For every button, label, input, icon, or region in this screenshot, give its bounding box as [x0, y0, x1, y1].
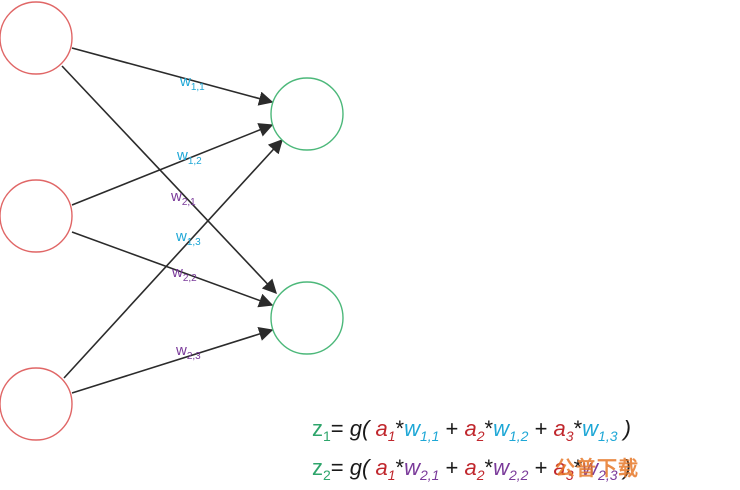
close-paren: )	[617, 416, 631, 441]
equals-sign: =	[330, 455, 350, 480]
term-a2: a2	[464, 416, 485, 444]
term-a3: a3	[553, 455, 574, 483]
term-w21: w2,1	[404, 455, 440, 483]
term-w23: w2,3	[582, 455, 618, 483]
term-a1: a1	[375, 416, 396, 444]
plus: +	[439, 455, 465, 480]
edge-labels: w1,1 w1,2 w2,1 w1,3 w2,2 w2,3	[170, 73, 205, 362]
label-w22: w2,2	[171, 264, 197, 284]
z2-symbol: z2	[312, 455, 331, 483]
term-w22: w2,2	[493, 455, 529, 483]
formula-z2: z2= g( a1*w2,1 + a2*w2,2 + a3*w2,3 )	[312, 455, 631, 483]
output-node-1	[270, 77, 344, 151]
edge-a1-z2	[61, 65, 277, 295]
edge-a1-z1	[71, 47, 274, 106]
multiply: *	[395, 416, 405, 441]
label-w21: w2,1	[170, 188, 196, 208]
output-layer	[270, 77, 344, 355]
activation-g: g(	[349, 416, 376, 441]
edges	[61, 47, 283, 394]
term-a2: a2	[464, 455, 485, 483]
activation-g: g(	[349, 455, 376, 480]
label-w11: w1,1	[179, 73, 205, 93]
multiply: *	[395, 455, 405, 480]
edge-a3-z2	[71, 327, 274, 394]
multiply: *	[484, 455, 494, 480]
label-w13: w1,3	[175, 228, 201, 248]
watermark-logo: 公普下载	[555, 456, 639, 480]
input-node-2	[0, 179, 73, 253]
label-w12: w1,2	[176, 147, 202, 167]
plus: +	[528, 416, 554, 441]
term-a3: a3	[553, 416, 574, 444]
multiply: *	[573, 416, 583, 441]
label-w23: w2,3	[175, 342, 201, 362]
edge-a2-z1	[71, 123, 274, 206]
z1-symbol: z1	[312, 416, 331, 444]
term-w12: w1,2	[493, 416, 529, 444]
plus: +	[439, 416, 465, 441]
edge-a3-z1	[63, 138, 283, 379]
input-node-1	[0, 1, 73, 75]
input-node-3	[0, 367, 73, 441]
term-w11: w1,1	[404, 416, 440, 444]
equals-sign: =	[330, 416, 350, 441]
term-a1: a1	[375, 455, 396, 483]
edge-a2-z2	[71, 231, 274, 308]
close-paren: )	[617, 455, 631, 480]
output-node-2	[270, 281, 344, 355]
input-layer	[0, 1, 73, 441]
multiply: *	[484, 416, 494, 441]
plus: +	[528, 455, 554, 480]
multiply: *	[573, 455, 583, 480]
formula-z1: z1= g( a1*w1,1 + a2*w1,2 + a3*w1,3 )	[312, 416, 631, 444]
term-w13: w1,3	[582, 416, 618, 444]
